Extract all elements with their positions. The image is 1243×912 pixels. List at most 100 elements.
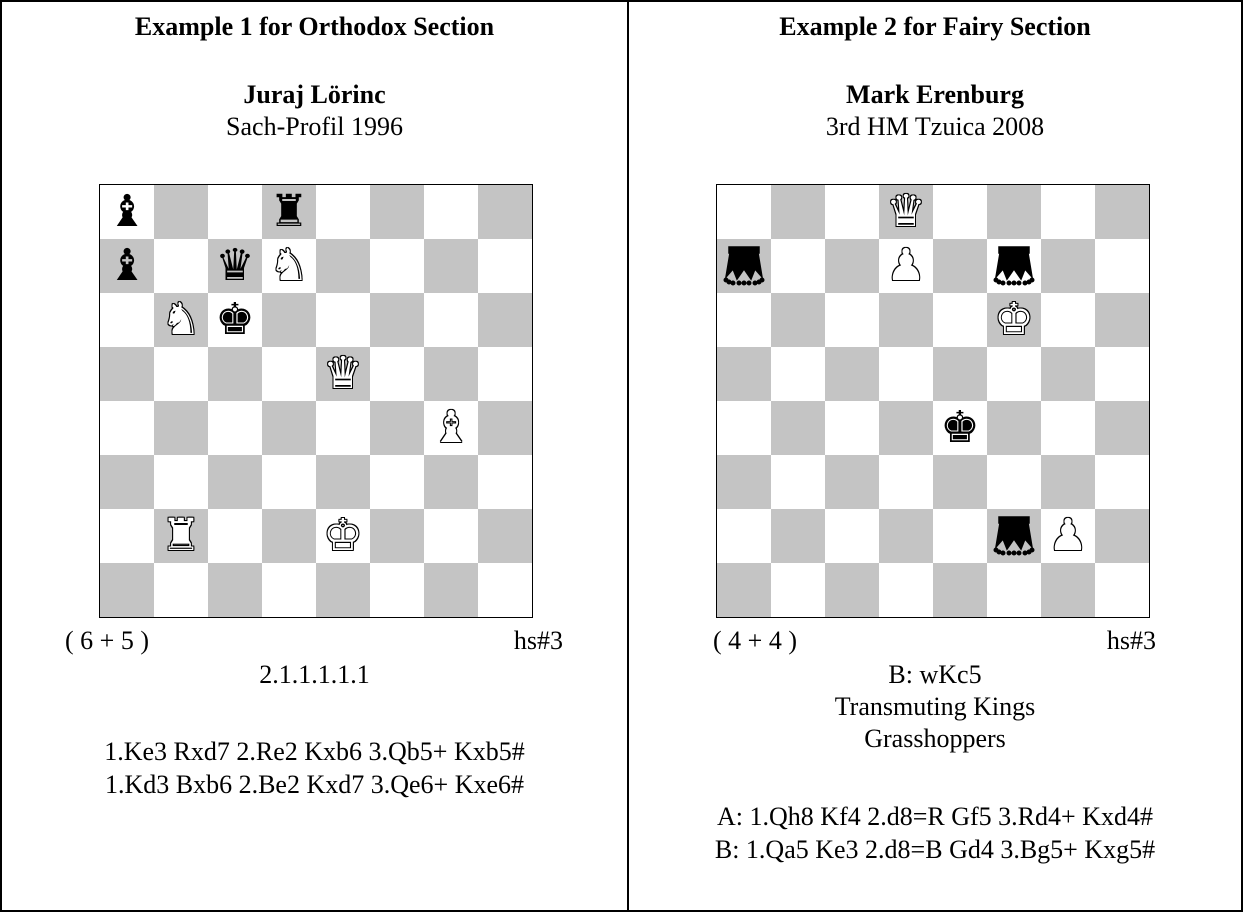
light-square — [478, 347, 532, 401]
light-square — [717, 509, 771, 563]
problem-panel-orthodox: Example 1 for Orthodox Section Juraj Lör… — [2, 0, 627, 912]
white-king-icon: ♚ — [316, 509, 370, 563]
dark-square — [262, 401, 316, 455]
black-grasshopper-icon — [987, 509, 1041, 563]
dark-square — [879, 401, 933, 455]
solution-line: 1.Kd3 Bxb6 2.Be2 Kxd7 3.Qe6+ Kxe6# — [2, 770, 627, 800]
dark-square — [1041, 563, 1095, 617]
white-bishop-icon: ♝ — [424, 401, 478, 455]
dark-square — [424, 563, 478, 617]
problem-panel-fairy: Example 2 for Fairy Section Mark Erenbur… — [629, 0, 1241, 912]
dark-square — [208, 563, 262, 617]
dark-square — [262, 293, 316, 347]
light-square — [316, 185, 370, 239]
black-bishop-icon: ♝ — [100, 185, 154, 239]
light-square — [1041, 293, 1095, 347]
dark-square — [717, 347, 771, 401]
white-pawn-icon: ♟ — [879, 239, 933, 293]
problem-source: Sach-Profil 1996 — [2, 112, 627, 142]
dark-square — [316, 563, 370, 617]
dark-square — [478, 293, 532, 347]
light-square — [100, 401, 154, 455]
white-pawn-icon: ♟ — [1041, 509, 1095, 563]
light-square — [987, 455, 1041, 509]
dark-square — [208, 455, 262, 509]
chess-board: ♝♜♝♛♞♞♚♛♝♜♚ — [99, 184, 533, 618]
problem-author: Mark Erenburg — [629, 80, 1241, 110]
light-square — [100, 293, 154, 347]
light-square — [208, 509, 262, 563]
light-square — [478, 455, 532, 509]
light-square — [370, 563, 424, 617]
stipulation: hs#3 — [1107, 626, 1156, 656]
chess-board: ♛♟♚♚♟ — [716, 184, 1150, 618]
light-square — [1095, 239, 1149, 293]
black-queen-icon: ♛ — [208, 239, 262, 293]
dark-square — [1041, 455, 1095, 509]
light-square — [478, 563, 532, 617]
dark-square — [825, 563, 879, 617]
dark-square — [825, 455, 879, 509]
dark-square — [478, 509, 532, 563]
black-king-icon: ♚ — [933, 401, 987, 455]
light-square — [933, 293, 987, 347]
dark-square — [1041, 239, 1095, 293]
dark-square — [933, 347, 987, 401]
dark-square — [154, 185, 208, 239]
black-grasshopper-icon — [987, 239, 1041, 293]
light-square — [879, 455, 933, 509]
dark-square — [771, 509, 825, 563]
light-square — [771, 455, 825, 509]
light-square — [717, 293, 771, 347]
light-square — [370, 347, 424, 401]
solution-line: A: 1.Qh8 Kf4 2.d8=R Gf5 3.Rd4+ Kxd4# — [629, 802, 1241, 832]
dark-square — [100, 347, 154, 401]
light-square — [424, 509, 478, 563]
white-king-icon: ♚ — [987, 293, 1041, 347]
light-square — [717, 185, 771, 239]
light-square — [1095, 455, 1149, 509]
dark-square — [771, 293, 825, 347]
dark-square — [100, 563, 154, 617]
light-square — [1095, 563, 1149, 617]
dark-square — [316, 239, 370, 293]
black-bishop-icon: ♝ — [100, 239, 154, 293]
dark-square — [879, 293, 933, 347]
light-square — [370, 455, 424, 509]
dark-square — [478, 401, 532, 455]
light-square — [262, 455, 316, 509]
light-square — [825, 401, 879, 455]
dark-square — [1095, 185, 1149, 239]
dark-square — [370, 185, 424, 239]
black-king-icon: ♚ — [208, 293, 262, 347]
light-square — [1041, 401, 1095, 455]
dark-square — [879, 509, 933, 563]
dark-square — [208, 347, 262, 401]
dark-square — [424, 455, 478, 509]
dark-square — [1095, 293, 1149, 347]
problem-note: 2.1.1.1.1.1 — [2, 660, 627, 690]
black-rook-icon: ♜ — [262, 185, 316, 239]
dark-square — [154, 401, 208, 455]
light-square — [825, 185, 879, 239]
dark-square — [1095, 401, 1149, 455]
light-square — [154, 347, 208, 401]
panel-heading: Example 2 for Fairy Section — [629, 12, 1241, 42]
problem-note: B: wKc5 — [629, 660, 1241, 690]
dark-square — [370, 293, 424, 347]
light-square — [987, 563, 1041, 617]
dark-square — [370, 509, 424, 563]
solution-line: B: 1.Qa5 Ke3 2.d8=B Gd4 3.Bg5+ Kxg5# — [629, 835, 1241, 865]
light-square — [424, 185, 478, 239]
light-square — [154, 563, 208, 617]
problem-source: 3rd HM Tzuica 2008 — [629, 112, 1241, 142]
problem-note: Grasshoppers — [629, 724, 1241, 754]
dark-square — [987, 401, 1041, 455]
light-square — [933, 185, 987, 239]
problem-author: Juraj Lörinc — [2, 80, 627, 110]
black-grasshopper-icon — [717, 239, 771, 293]
dark-square — [771, 185, 825, 239]
problem-note: Transmuting Kings — [629, 692, 1241, 722]
light-square — [316, 401, 370, 455]
